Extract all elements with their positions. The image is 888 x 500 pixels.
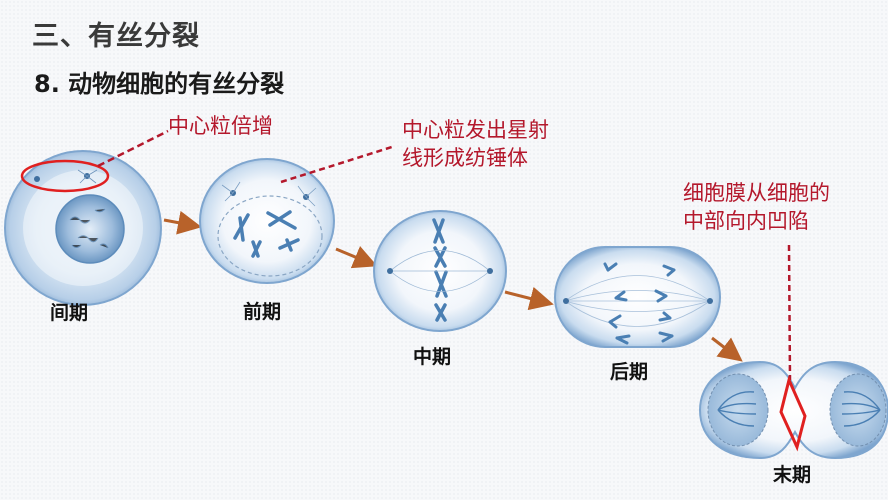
- annotation-centriole-duplication: 中心粒倍增: [168, 114, 273, 138]
- telophase-cell: [698, 360, 888, 460]
- furrow-leader-line: [787, 244, 792, 381]
- annotation-spindle-line2: 线形成纺锤体: [402, 146, 528, 170]
- prophase-cell: [199, 158, 335, 284]
- metaphase-cell: [373, 210, 507, 332]
- phase-label-telophase: 末期: [773, 464, 812, 486]
- section-title: 三、有丝分裂: [32, 21, 200, 52]
- annotation-spindle-line1: 中心粒发出星射: [402, 118, 549, 142]
- arrow-icon: [711, 336, 743, 362]
- interphase-cell: [4, 150, 162, 306]
- annotation-furrow-line2: 中部向内凹陷: [683, 209, 809, 233]
- phase-label-interphase: 间期: [50, 302, 89, 324]
- arrow-icon: [163, 210, 202, 235]
- annotation-furrow-line1: 细胞膜从细胞的: [683, 181, 830, 205]
- furrow-highlight-diamond: [779, 375, 807, 452]
- centriole-highlight-ellipse: [20, 159, 110, 193]
- anaphase-cell: [554, 246, 721, 348]
- phase-label-prophase: 前期: [243, 301, 282, 323]
- phase-label-anaphase: 后期: [610, 361, 649, 383]
- arrow-icon: [335, 246, 378, 269]
- centriole-leader-line: [97, 129, 169, 168]
- subtitle: 8. 动物细胞的有丝分裂: [34, 70, 285, 98]
- phase-label-metaphase: 中期: [413, 346, 452, 368]
- arrow-icon: [504, 286, 554, 311]
